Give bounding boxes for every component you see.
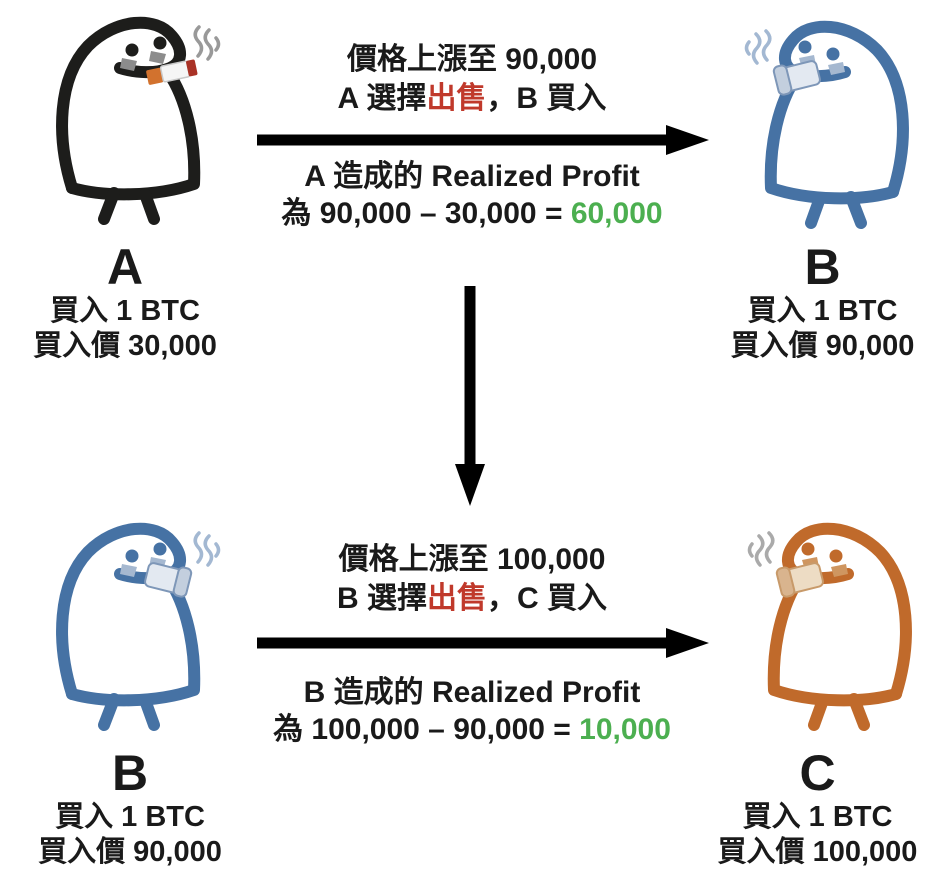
flork-character-a-smoking (28, 6, 263, 241)
step-transition-down-arrow (448, 282, 492, 508)
character-c-holding: 買入 1 BTC (742, 801, 893, 833)
step2-from-label: B 買入 1 BTC 買入價 90,000 (15, 746, 245, 870)
character-name-b: B (804, 239, 841, 295)
step2-right-arrow (252, 625, 712, 661)
character-a-holding: 買入 1 BTC (50, 295, 200, 327)
flork-character-b-cup (702, 10, 937, 245)
character-b-holding: 買入 1 BTC (747, 295, 898, 327)
step2-event-line2: B 選擇出售，C 買入 (337, 582, 607, 615)
step1-profit-line2: 為 90,000 – 30,000 = 60,000 (281, 197, 663, 230)
character-b2-holding: 買入 1 BTC (55, 801, 205, 833)
step1-event-text: 價格上漲至 90,000 A 選擇出售，B 買入 (232, 40, 712, 118)
step1-profit-line1: A 造成的 Realized Profit (304, 160, 640, 193)
step2-event-text: 價格上漲至 100,000 B 選擇出售，C 買入 (232, 540, 712, 618)
flork-character-c-cup (705, 512, 940, 747)
step1-profit-value: 60,000 (570, 197, 663, 230)
step2-event-line1: 價格上漲至 100,000 (338, 543, 606, 576)
step2-profit-value: 10,000 (579, 713, 671, 746)
character-name-a: A (106, 239, 144, 295)
step2-profit-line2: 為 100,000 – 90,000 = 10,000 (273, 713, 671, 746)
character-b2-price: 買入價 90,000 (38, 836, 222, 868)
step1-right-arrow (252, 122, 712, 158)
character-a-price: 買入價 30,000 (33, 330, 217, 362)
character-c-price: 買入價 100,000 (717, 836, 918, 868)
step1-sell-word: 出售 (426, 82, 487, 115)
step1-to-label: B 買入 1 BTC 買入價 90,000 (705, 240, 940, 364)
step1-event-line1: 價格上漲至 90,000 (346, 43, 598, 76)
character-b-price: 買入價 90,000 (730, 330, 915, 362)
step2-to-label: C 買入 1 BTC 買入價 100,000 (695, 746, 940, 870)
step2-profit-line1: B 造成的 Realized Profit (303, 676, 641, 709)
step1-profit-text: A 造成的 Realized Profit 為 90,000 – 30,000 … (227, 158, 717, 232)
character-name-c: C (799, 745, 836, 801)
character-name-b2: B (111, 745, 149, 801)
step2-sell-word: 出售 (427, 582, 487, 615)
flork-character-b-cup-2 (28, 512, 263, 747)
step2-profit-text: B 造成的 Realized Profit 為 100,000 – 90,000… (227, 674, 717, 748)
step1-event-line2: A 選擇出售，B 買入 (337, 82, 607, 115)
step1-from-label: A 買入 1 BTC 買入價 30,000 (15, 240, 235, 364)
